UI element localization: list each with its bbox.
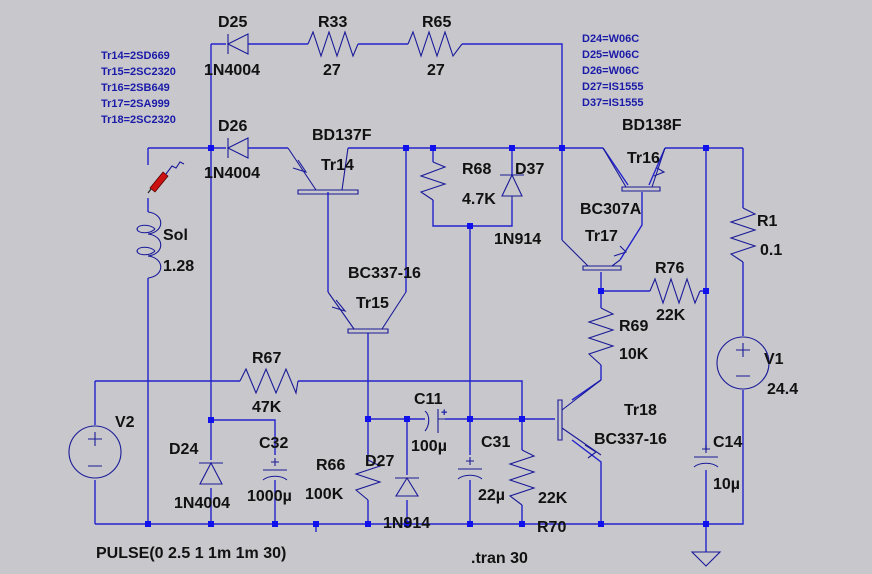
label-R69-name: R69 xyxy=(619,318,648,335)
voltage-source-V1[interactable] xyxy=(716,336,770,390)
voltage-source-V2[interactable] xyxy=(68,425,122,479)
transistor-Tr14[interactable] xyxy=(287,147,359,195)
label-V2-value: PULSE(0 2.5 1 1m 1m 30) xyxy=(96,545,286,562)
label-D37-value: 1N914 xyxy=(494,231,541,248)
label-R67-value: 47K xyxy=(252,399,282,416)
label-Tr14-value: BD137F xyxy=(312,127,372,144)
note-line: D25=W06C xyxy=(582,49,639,61)
label-D27-name: D27 xyxy=(365,453,394,470)
label-R70-name: R70 xyxy=(537,519,566,536)
resistor-R70[interactable] xyxy=(508,449,536,506)
note-line: Tr16=2SB649 xyxy=(101,82,170,94)
junctions xyxy=(145,145,709,527)
label-R65-name: R65 xyxy=(422,14,451,31)
label-Tr16-value: BD138F xyxy=(622,117,682,134)
label-R1-value: 0.1 xyxy=(760,242,782,259)
label-Sol-value: 1.28 xyxy=(163,258,194,275)
label-Tr15-value: BC337-16 xyxy=(348,265,421,282)
diode-D37[interactable] xyxy=(500,173,524,200)
resistor-R68[interactable] xyxy=(419,161,447,201)
label-Tr15-name: Tr15 xyxy=(356,295,389,312)
note-line: D27=IS1555 xyxy=(582,81,643,93)
label-C11-value: 100µ xyxy=(411,438,447,455)
label-V2-name: V2 xyxy=(115,414,135,431)
note-line: Tr17=2SA999 xyxy=(101,98,170,110)
label-V1-value: 24.4 xyxy=(767,381,798,398)
label-D27-value: 1N914 xyxy=(383,515,430,532)
label-D26-value: 1N4004 xyxy=(204,165,260,182)
label-C31-name: C31 xyxy=(481,434,510,451)
label-C14-value: 10µ xyxy=(713,476,740,493)
transistor-Tr16[interactable] xyxy=(602,147,666,192)
resistor-R33[interactable] xyxy=(307,30,359,58)
label-C32-name: C32 xyxy=(259,435,288,452)
label-Tr14-name: Tr14 xyxy=(321,157,354,174)
labels: D25 1N4004 R33 27 R65 27 D26 1N4004 BD13… xyxy=(96,14,798,562)
resistor-R67[interactable] xyxy=(239,367,299,395)
capacitor-C11[interactable]: + xyxy=(424,407,447,433)
diode-D24[interactable] xyxy=(199,461,223,485)
label-R65-value: 27 xyxy=(427,62,445,79)
diode-notes: D24=W06C D25=W06C D26=W06C D27=IS1555 D3… xyxy=(582,33,643,109)
label-Sol-name: Sol xyxy=(163,227,188,244)
label-Tr18-name: Tr18 xyxy=(624,402,657,419)
note-line: Tr18=2SC2320 xyxy=(101,114,176,126)
label-R76-value: 22K xyxy=(656,307,686,324)
transistor-Tr17[interactable] xyxy=(561,239,628,271)
label-D24-name: D24 xyxy=(169,441,198,458)
note-line: D26=W06C xyxy=(582,65,639,77)
label-C11-name: C11 xyxy=(414,391,443,408)
label-R70-value: 22K xyxy=(538,490,568,507)
ground-icon xyxy=(690,551,722,567)
note-line: Tr15=2SC2320 xyxy=(101,66,176,78)
label-Tr17-value: BC307A xyxy=(580,201,642,218)
diode-D25[interactable] xyxy=(226,33,249,55)
label-D25-value: 1N4004 xyxy=(204,62,260,79)
note-line: D37=IS1555 xyxy=(582,97,643,109)
label-C32-value: 1000µ xyxy=(247,488,292,505)
label-V1-name: V1 xyxy=(764,351,784,368)
diode-D26[interactable] xyxy=(226,137,249,159)
note-line: Tr14=2SD669 xyxy=(101,50,170,62)
label-R69-value: 10K xyxy=(619,346,649,363)
resistor-R1[interactable] xyxy=(729,207,757,263)
label-Tr16-name: Tr16 xyxy=(627,150,660,167)
capacitor-C31[interactable] xyxy=(457,457,483,480)
label-R67-name: R67 xyxy=(252,350,281,367)
label-C14-name: C14 xyxy=(713,434,742,451)
svg-text:+: + xyxy=(441,407,447,419)
label-C31-value: 22µ xyxy=(478,487,505,504)
label-R66-name: R66 xyxy=(316,457,345,474)
label-D24-value: 1N4004 xyxy=(174,495,230,512)
label-D37-name: D37 xyxy=(515,161,544,178)
label-R1-name: R1 xyxy=(757,213,778,230)
label-Tr18-value: BC337-16 xyxy=(594,431,667,448)
capacitor-C32[interactable] xyxy=(262,458,288,481)
spice-directive[interactable]: .tran 30 xyxy=(471,550,528,567)
label-D26-name: D26 xyxy=(218,118,247,135)
label-D25-name: D25 xyxy=(218,14,247,31)
note-line: D24=W06C xyxy=(582,33,639,45)
inductor-Sol[interactable] xyxy=(136,211,162,279)
transistor-Tr15[interactable] xyxy=(327,291,407,334)
resistor-R76[interactable] xyxy=(649,277,701,305)
label-R76-name: R76 xyxy=(655,260,684,277)
resistor-R69[interactable] xyxy=(587,307,615,366)
label-Tr17-name: Tr17 xyxy=(585,228,618,245)
current-probe-icon[interactable] xyxy=(147,161,185,194)
diode-D27[interactable] xyxy=(395,476,419,497)
label-R33-name: R33 xyxy=(318,14,347,31)
transistor-notes: Tr14=2SD669 Tr15=2SC2320 Tr16=2SB649 Tr1… xyxy=(101,50,176,126)
capacitor-C14[interactable] xyxy=(693,445,719,468)
label-R33-value: 27 xyxy=(323,62,341,79)
resistor-R65[interactable] xyxy=(407,30,463,58)
resistor-R66[interactable] xyxy=(354,459,382,501)
label-R68-name: R68 xyxy=(462,161,491,178)
transistor-Tr18[interactable] xyxy=(557,379,602,459)
label-R68-value: 4.7K xyxy=(462,191,496,208)
label-R66-value: 100K xyxy=(305,486,344,503)
